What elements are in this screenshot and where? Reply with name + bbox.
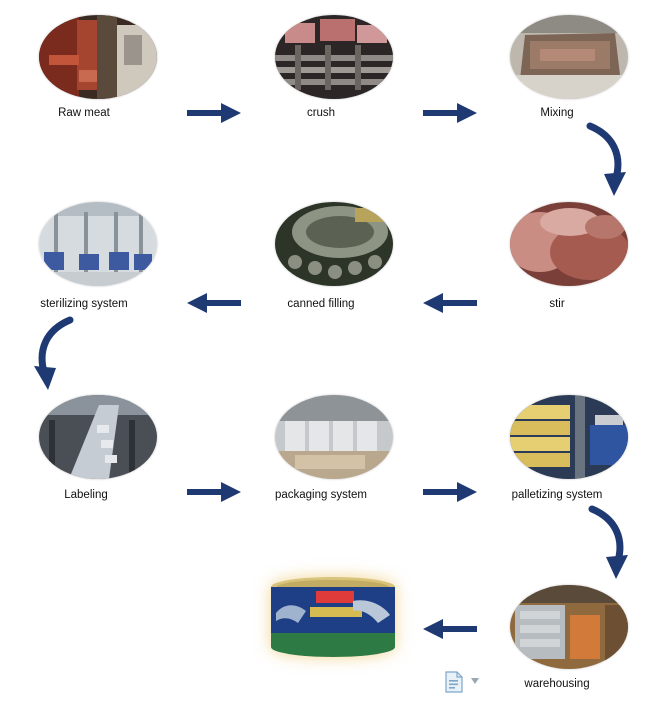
mixing-photo — [510, 15, 628, 99]
arrow-icon — [423, 293, 477, 313]
arrow-icon — [187, 103, 241, 123]
final-canned-product-image — [258, 573, 408, 661]
crush-photo — [275, 15, 393, 99]
step-label: stir — [549, 298, 565, 310]
caret-down-icon[interactable] — [470, 677, 480, 685]
arrow-icon — [423, 103, 477, 123]
step-label: packaging system — [274, 489, 368, 501]
step-label: warehousing — [524, 678, 590, 690]
arrow-icon — [588, 505, 628, 579]
arrow-icon — [187, 293, 241, 313]
step-label: Mixing — [540, 107, 574, 119]
arrow-icon — [423, 619, 477, 639]
arrow-icon — [34, 316, 74, 390]
packaging-system-photo — [275, 395, 393, 479]
palletizing-system-photo — [510, 395, 628, 479]
sterilizing-system-photo — [39, 202, 157, 286]
step-label: crush — [306, 107, 336, 119]
arrow-icon — [423, 482, 477, 502]
step-label: canned filling — [287, 298, 355, 310]
arrow-icon — [187, 482, 241, 502]
stir-photo — [510, 202, 628, 286]
document-icon[interactable] — [444, 671, 464, 693]
step-label: sterilizing system — [40, 298, 128, 310]
labeling-photo — [39, 395, 157, 479]
arrow-icon — [586, 122, 626, 196]
step-label: palletizing system — [511, 489, 603, 501]
canned-filling-photo — [275, 202, 393, 286]
step-label: Raw meat — [58, 107, 110, 119]
warehousing-photo — [510, 585, 628, 669]
step-label: Labeling — [64, 489, 108, 501]
raw-meat-photo — [39, 15, 157, 99]
